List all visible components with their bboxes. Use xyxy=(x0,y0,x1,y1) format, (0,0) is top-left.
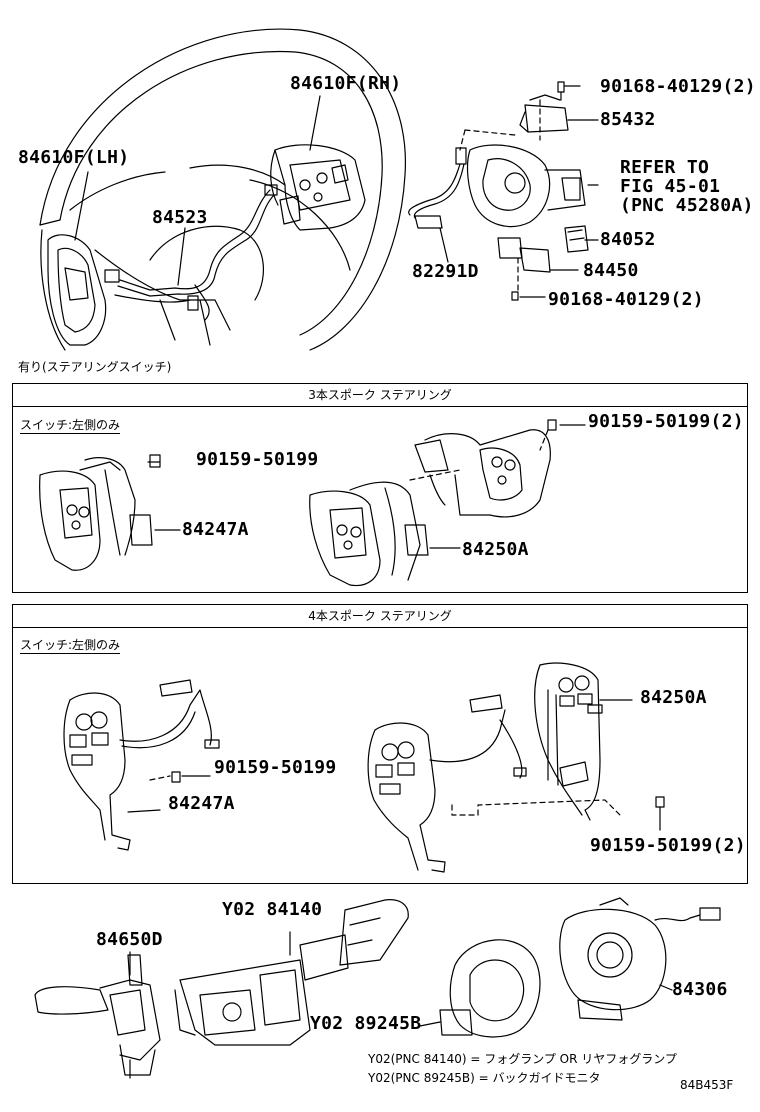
figure-code: 84B453F xyxy=(680,1078,734,1092)
label-box3-screw-right: 90159-50199(2) xyxy=(588,411,744,432)
box4-left-switch-drawing xyxy=(63,679,220,851)
light-switch-drawing xyxy=(34,954,161,1079)
leader-line xyxy=(74,171,89,241)
spiral-cable-drawing xyxy=(439,939,541,1038)
label-connector: 84052 xyxy=(600,229,656,250)
box-3-spoke-title: 3本スポーク ステアリング xyxy=(13,384,747,407)
box4-right-switch-drawing xyxy=(367,662,665,873)
box-3-spoke: 3本スポーク ステアリング xyxy=(12,383,748,593)
label-rh-switch: 84610F(RH) xyxy=(290,73,402,94)
box-3-spoke-subtitle: スイッチ:左側のみ xyxy=(20,418,121,434)
label-light-switch: 84650D xyxy=(96,929,163,950)
label-lh-switch: 84610F(LH) xyxy=(18,147,130,168)
box-4-spoke: 4本スポーク ステアリング xyxy=(12,604,748,884)
leader-line xyxy=(177,227,186,286)
box3-left-switch-drawing xyxy=(39,454,181,571)
box-4-spoke-subtitle: スイッチ:左側のみ xyxy=(20,638,121,654)
clock-spring-upper-drawing xyxy=(408,81,599,301)
label-box4-screw-right: 90159-50199(2) xyxy=(590,835,746,856)
label-box4-switch-left: 84247A xyxy=(168,793,235,814)
label-box3-switch-left: 84247A xyxy=(182,519,249,540)
label-box3-switch-right: 84250A xyxy=(462,539,529,560)
leader-line xyxy=(419,1021,441,1027)
footnote-1: Y02(PNC 84140) = フォグランプ OR リヤフォグランプ xyxy=(368,1052,677,1066)
label-sensor: 84450 xyxy=(583,260,639,281)
lh-switch-drawing xyxy=(40,229,107,351)
label-box3-screw-left: 90159-50199 xyxy=(196,449,319,470)
label-bolt-bottom: 90168-40129(2) xyxy=(548,289,704,310)
rh-switch-drawing xyxy=(270,144,366,231)
label-refer-2: FIG 45-01 xyxy=(620,176,721,197)
label-box4-switch-right: 84250A xyxy=(640,687,707,708)
label-wiper-switch: Y02 84140 xyxy=(222,899,323,920)
harness-drawing xyxy=(104,184,278,321)
steering-wheel-drawing xyxy=(39,28,407,351)
label-refer-1: REFER TO xyxy=(620,157,710,178)
label-spiral-cable: Y02 89245B xyxy=(310,1013,422,1034)
label-cord: 82291D xyxy=(412,261,479,282)
clock-spring-drawing xyxy=(559,897,721,1021)
label-cover: 85432 xyxy=(600,109,656,130)
label-box4-screw-left: 90159-50199 xyxy=(214,757,337,778)
box3-right-switch-drawing xyxy=(309,419,586,587)
leader-line xyxy=(309,95,321,151)
footnote-2: Y02(PNC 89245B) = バックガイドモニタ xyxy=(368,1071,601,1085)
label-wire-harness: 84523 xyxy=(152,207,208,228)
label-clock-spring: 84306 xyxy=(672,979,728,1000)
label-refer-3: (PNC 45280A) xyxy=(620,195,754,216)
note-with-switch: 有り(ステアリングスイッチ) xyxy=(18,360,172,374)
wiper-switch-drawing xyxy=(174,899,409,1046)
box-4-spoke-title: 4本スポーク ステアリング xyxy=(13,605,747,628)
label-bolt-top: 90168-40129(2) xyxy=(600,76,756,97)
